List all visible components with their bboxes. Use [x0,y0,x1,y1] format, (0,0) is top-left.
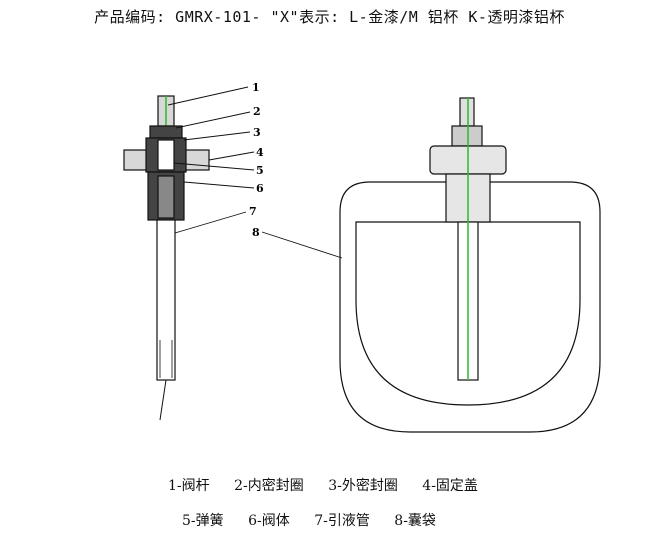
page-title: 产品编码: GMRX-101- "X"表示: L-金漆/M 铝杯 K-透明漆铝杯 [94,8,565,26]
legend-item: 5-弹簧 [182,513,224,529]
legend-item: 3-外密封圈 [328,478,398,494]
legend-row-1: 1-阀杆 2-内密封圈 3-外密封圈 4-固定盖 [0,475,659,495]
callout-7: 7 [249,205,257,218]
legend-item: 6-阀体 [248,513,290,529]
legend-item: 4-固定盖 [422,478,478,494]
callout-6: 6 [256,182,264,195]
spring-chamber [157,139,175,171]
bag-assembly-view [339,97,601,433]
callout-3: 3 [253,126,261,139]
valve-stem-top [459,97,475,127]
legend-item: 8-囊袋 [394,513,436,529]
legend-item: 1-阀杆 [168,478,210,494]
bag-pouch [355,221,581,406]
callout-5: 5 [256,164,264,177]
callout-1: 1 [252,81,260,94]
callout-labels: 1 2 3 4 5 6 7 8 [249,81,264,239]
legend-row-2: 5-弹簧 6-阀体 7-引液管 8-囊袋 [0,510,659,530]
spring [157,175,175,219]
callout-lines [167,86,343,259]
valve-cross-section [123,95,210,421]
legend-item: 7-引液管 [314,513,370,529]
callout-8: 8 [252,226,260,239]
legend-item: 2-内密封圈 [234,478,304,494]
callout-2: 2 [253,105,261,118]
outer-can [339,181,601,433]
callout-4: 4 [256,146,264,159]
valve-collar [451,125,483,147]
